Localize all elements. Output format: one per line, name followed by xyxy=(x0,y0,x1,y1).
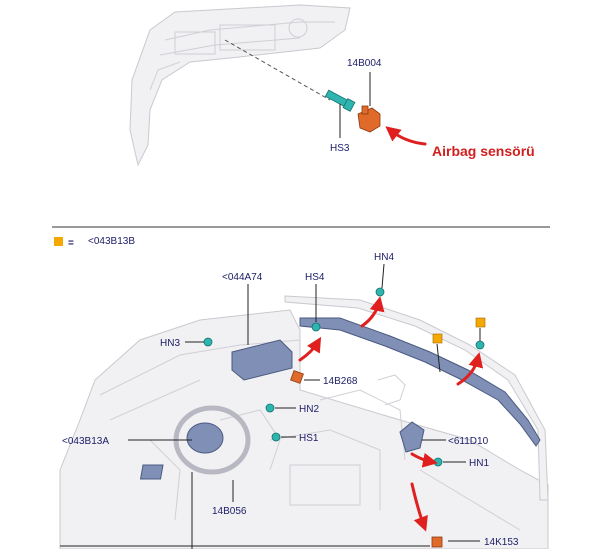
passenger-airbag-module xyxy=(231,339,293,381)
orange-connector-icon xyxy=(290,370,304,384)
cabin-ghost xyxy=(59,309,549,549)
curtain-airbag xyxy=(299,317,541,447)
bottom-panel: HN4 <044A74 HS4 HN3 14B268 HN2 HS1 <043B… xyxy=(59,252,549,549)
airbag-sensor-callout: Airbag sensörü xyxy=(432,143,535,159)
red-arrow-icon xyxy=(456,352,484,386)
hn3-label: HN3 xyxy=(160,338,180,349)
red-arrow-icon xyxy=(385,126,427,146)
legend-equals: = xyxy=(68,238,74,249)
hs1-label: HS1 xyxy=(299,433,319,444)
hn1-label: HN1 xyxy=(469,458,489,469)
part-043b13a-label: <043B13A xyxy=(62,436,109,447)
driver-airbag xyxy=(186,422,224,454)
side-airbag-module xyxy=(399,421,425,453)
roof-rail-ghost xyxy=(284,295,549,501)
module-14b056 xyxy=(139,464,164,480)
part-611d10-label: <611D10 xyxy=(448,436,489,447)
hs4-label: HS4 xyxy=(305,272,325,283)
hs3-label: HS3 xyxy=(330,143,350,154)
airbag-sensor-icon xyxy=(357,105,381,133)
part-14b268-label: 14B268 xyxy=(323,376,358,387)
hn4-label: HN4 xyxy=(374,252,394,263)
red-arrow-icon xyxy=(360,296,385,328)
red-arrow-icon xyxy=(410,482,428,532)
part-044a74-label: <044A74 xyxy=(222,272,263,283)
hn2-label: HN2 xyxy=(299,404,319,415)
assembly-guide-line xyxy=(224,39,331,101)
part-14b004-label: 14B004 xyxy=(347,58,382,69)
legend-code: <043B13B xyxy=(88,236,135,247)
front-bumper-ghost xyxy=(129,4,351,167)
legend-square-icon xyxy=(432,333,443,344)
teal-bolt-icon xyxy=(324,89,356,112)
legend: = <043B13B xyxy=(54,236,135,249)
legend-square-icon xyxy=(475,317,486,328)
part-14k153-label: 14K153 xyxy=(484,537,519,548)
orange-connector-icon xyxy=(431,536,443,548)
legend-square-icon xyxy=(54,237,63,246)
top-panel: 14B004 HS3 Airbag sensörü xyxy=(129,4,535,167)
red-arrow-icon xyxy=(410,452,438,468)
part-14b056-label: 14B056 xyxy=(212,506,247,517)
red-arrow-icon xyxy=(298,336,322,362)
